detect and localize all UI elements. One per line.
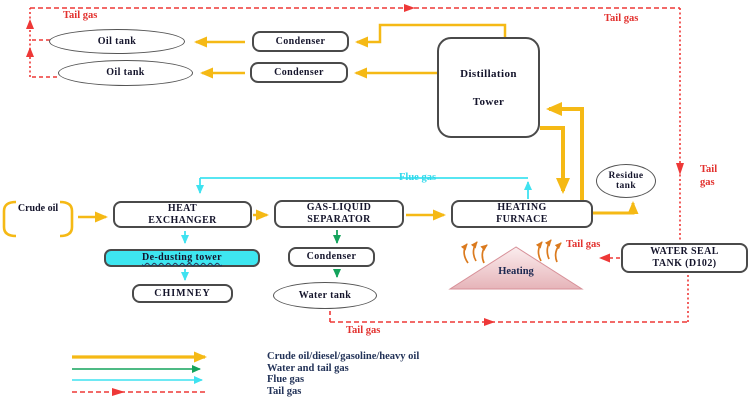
tail-gas-arrowheads xyxy=(26,4,684,326)
tail-gas-right-line2: gas xyxy=(700,177,715,188)
right-bracket xyxy=(59,200,74,238)
tail-gas-arrow-down-right xyxy=(676,163,684,175)
condenser-3: Condenser xyxy=(288,247,375,267)
flue-gas-lines xyxy=(181,177,532,281)
chimney-label: CHIMNEY xyxy=(154,287,211,299)
water-tank-label: Water tank xyxy=(298,289,352,301)
condenser-1: Condenser xyxy=(252,31,349,52)
legend-lines xyxy=(72,351,207,396)
water-seal-tank-label-line2: TANK (D102) xyxy=(652,258,717,269)
tail-gas-label-right: Tail gas xyxy=(700,163,717,189)
heat-exchanger-label-line1: HEAT xyxy=(167,202,198,214)
tail-gas-label-top-right: Tail gas xyxy=(604,13,639,24)
flame-arrow xyxy=(470,241,478,262)
crude-oil-brackets xyxy=(2,200,74,238)
flow-furnace-to-tower xyxy=(546,102,584,200)
water-seal-tank-label-line1: WATER SEAL xyxy=(650,246,719,257)
legend-label-crude-oil: Crude oil/diesel/gasoline/heavy oil xyxy=(267,350,420,362)
gas-liquid-separator-label-line2: SEPARATOR xyxy=(307,214,371,225)
crude-oil-label-line2: oil xyxy=(47,203,59,214)
tail-gas-arrow-up-2 xyxy=(26,19,34,29)
flame-arrow xyxy=(554,242,562,263)
oil-tank-2: Oil tank xyxy=(58,60,193,86)
water-seal-tank: WATER SEAL TANK (D102) xyxy=(621,243,748,273)
water-tank: Water tank xyxy=(273,282,377,309)
flow-tower-to-furnace xyxy=(540,126,570,194)
residue-tank: Residue tank xyxy=(596,164,656,198)
distillation-tower-label-line1: Distillation xyxy=(460,67,517,80)
condenser-3-label: Condenser xyxy=(306,251,357,262)
tail-gas-label-bottom: Tail gas xyxy=(346,325,381,336)
flame-arrows xyxy=(460,239,562,264)
heating-label: Heating xyxy=(498,266,534,277)
legend-tail-gas-arrowhead xyxy=(112,388,125,396)
legend-label-tail-gas: Tail gas xyxy=(267,385,302,397)
heating-triangle xyxy=(448,246,584,290)
flow-tower-to-condenser1 xyxy=(355,23,507,48)
left-bracket xyxy=(2,200,17,238)
distillation-tower: Distillation Tower xyxy=(437,37,540,138)
de-dusting-tower-label: De-dusting tower xyxy=(141,252,222,263)
gas-liquid-separator-label-line1: GAS-LIQUID xyxy=(306,202,372,213)
tail-gas-arrow-right-bottom xyxy=(484,318,495,326)
heat-exchanger-label-line2: EXCHANGER xyxy=(148,214,217,226)
tail-gas-label-top-left: Tail gas xyxy=(63,10,98,21)
oil-tank-1: Oil tank xyxy=(49,29,185,54)
oil-tank-2-label: Oil tank xyxy=(106,67,145,78)
flame-arrow xyxy=(460,243,469,264)
crude-oil-label-line1: Crude xyxy=(17,203,46,214)
tail-gas-arrow-right-top xyxy=(404,4,415,12)
tail-gas-right-line1: Tail xyxy=(700,164,718,175)
distillation-tower-label-line2: Tower xyxy=(472,95,505,108)
condenser-1-label: Condenser xyxy=(275,35,326,47)
legend-label-water: Water and tail gas xyxy=(267,362,349,374)
de-dusting-tower: De-dusting tower xyxy=(104,249,260,267)
crude-oil-source: Crude oil xyxy=(14,203,62,215)
residue-tank-label-line1: Residue xyxy=(608,171,644,181)
crude-oil-flow-lines xyxy=(78,23,639,223)
condenser-2-label: Condenser xyxy=(274,66,324,78)
gas-liquid-separator: GAS-LIQUID SEPARATOR xyxy=(274,200,404,228)
flame-arrow xyxy=(480,244,488,264)
flame-arrow xyxy=(544,239,552,260)
flue-gas-label: Flue gas xyxy=(399,172,437,183)
residue-tank-label-line2: tank xyxy=(615,181,637,191)
heating-furnace: HEATING FURNACE xyxy=(451,200,593,228)
legend-label-flue-gas: Flue gas xyxy=(267,373,305,385)
condenser-2: Condenser xyxy=(250,62,348,83)
tail-gas-lines xyxy=(29,7,689,323)
flow-furnace-to-residue-tank xyxy=(593,201,639,215)
tail-gas-arrow-up-1 xyxy=(26,47,34,57)
heating-furnace-label-line1: HEATING xyxy=(497,202,547,213)
tail-gas-label-furnace: Tail gas xyxy=(566,239,601,250)
heating-furnace-label-line2: FURNACE xyxy=(496,214,548,225)
chimney: CHIMNEY xyxy=(132,284,233,303)
oil-tank-1-label: Oil tank xyxy=(97,35,137,47)
heat-exchanger: HEAT EXCHANGER xyxy=(113,201,252,228)
flame-arrow xyxy=(535,241,543,262)
